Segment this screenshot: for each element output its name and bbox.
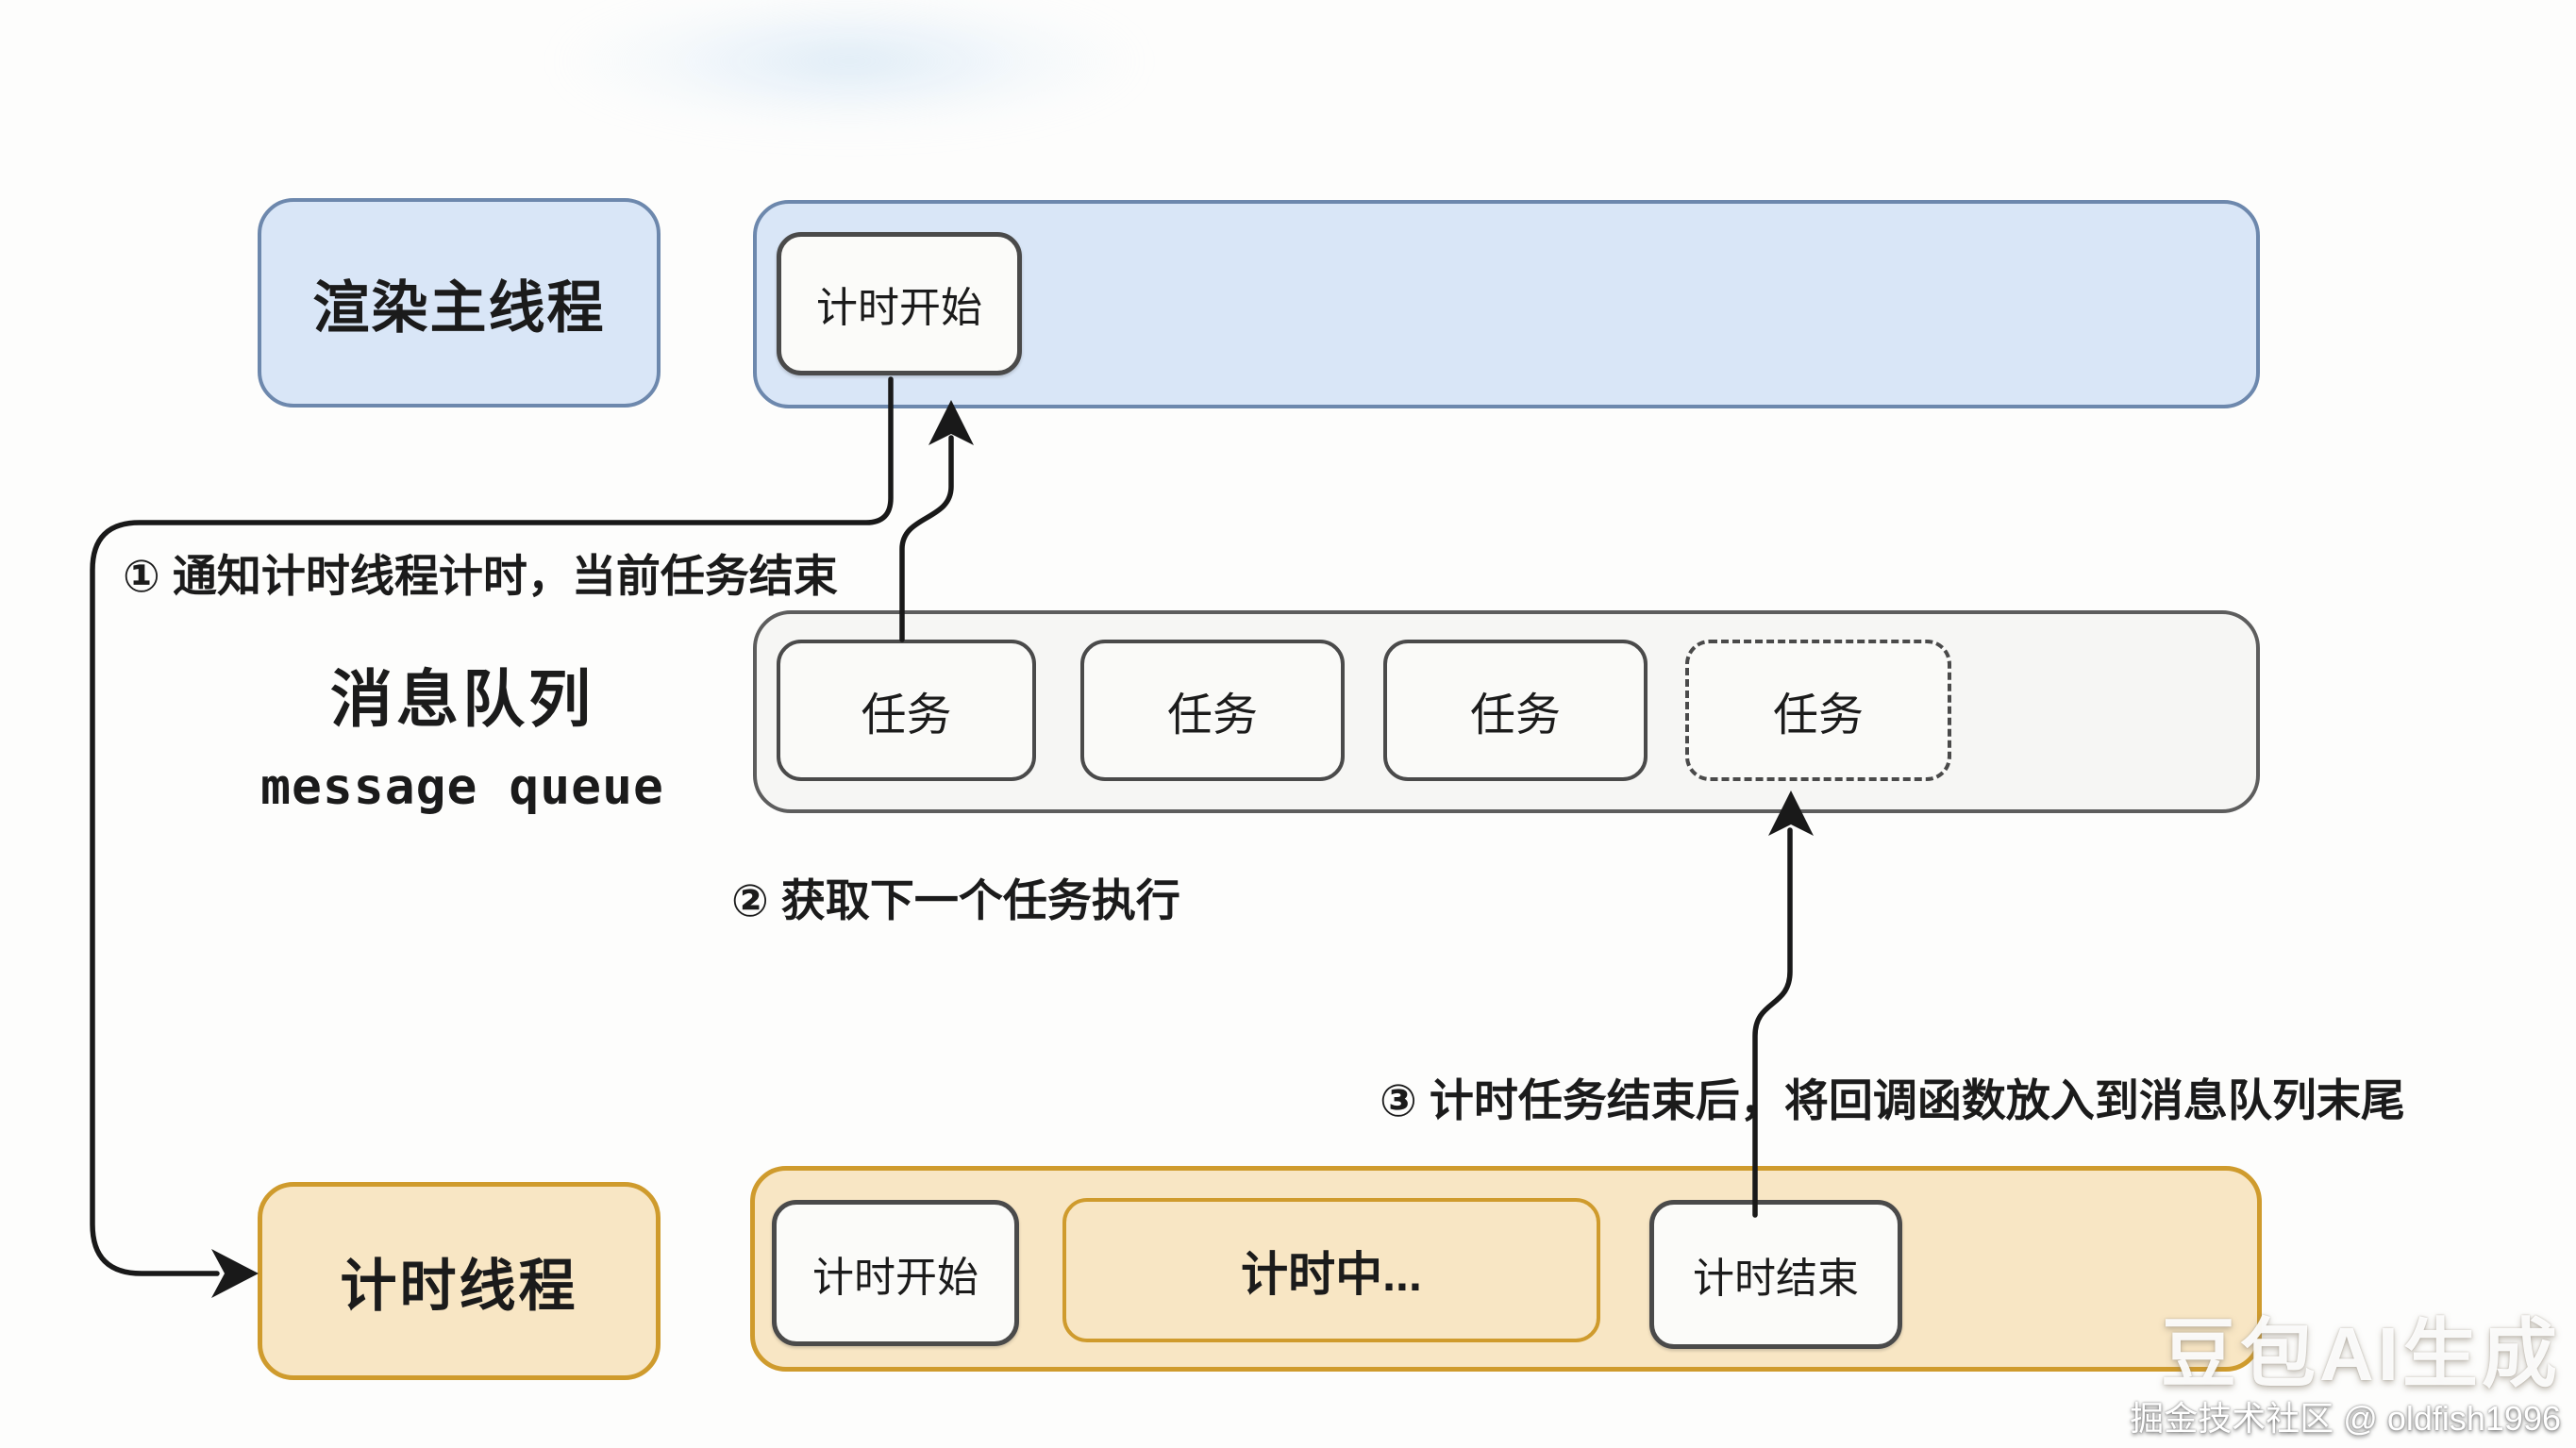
timer-thread-label: 计时线程 [340, 1254, 578, 1318]
task-label: 任务 [1469, 691, 1561, 741]
timer-end-chip: 计时结束 [1649, 1200, 1902, 1349]
annotation-step1: ① 通知计时线程计时，当前任务结束 [123, 551, 838, 601]
task-label: 任务 [1772, 691, 1864, 741]
timer-thread-box: 计时线程 [258, 1182, 661, 1380]
task-chip-pending-dashed: 任务 [1685, 640, 1951, 781]
message-queue-title-en: message queue [260, 758, 664, 816]
task-chip-1: 任务 [777, 640, 1036, 781]
arrow-step2-next-task-up [899, 400, 974, 642]
task-chip-3: 任务 [1383, 640, 1648, 781]
timer-start-label: 计时开始 [816, 285, 982, 331]
annotation-step2: ② 获取下一个任务执行 [731, 875, 1180, 925]
task-label: 任务 [1166, 691, 1258, 741]
timer-start-label: 计时开始 [812, 1254, 979, 1301]
watermark: 豆包AI生成 掘金技术社区 @ oldfish1996 [2130, 1317, 2561, 1436]
background-smudge [557, 0, 1142, 132]
timer-running-label: 计时中... [1241, 1247, 1422, 1301]
message-queue-title-zh: 消息队列 [330, 664, 594, 734]
render-main-thread-box: 渲染主线程 [258, 198, 661, 408]
watermark-line2: 掘金技术社区 @ oldfish1996 [2130, 1399, 2561, 1438]
timer-start-chip-timer-thread: 计时开始 [772, 1200, 1019, 1346]
task-chip-2: 任务 [1080, 640, 1345, 781]
timer-running-chip: 计时中... [1062, 1198, 1600, 1342]
arrow-step3-callback-to-queue [1752, 791, 1814, 1218]
timer-end-label: 计时结束 [1693, 1256, 1859, 1302]
timer-start-chip-main-thread: 计时开始 [777, 232, 1022, 375]
watermark-line1: 豆包AI生成 [2161, 1312, 2561, 1396]
annotation-step3: ③ 计时任务结束后，将回调函数放入到消息队列末尾 [1380, 1075, 2405, 1125]
render-main-thread-label: 渲染主线程 [312, 275, 606, 340]
message-queue-title: 消息队列 message queue [198, 649, 727, 816]
task-label: 任务 [861, 691, 952, 741]
arrow-step1-notify-timer-thread [90, 376, 894, 1298]
